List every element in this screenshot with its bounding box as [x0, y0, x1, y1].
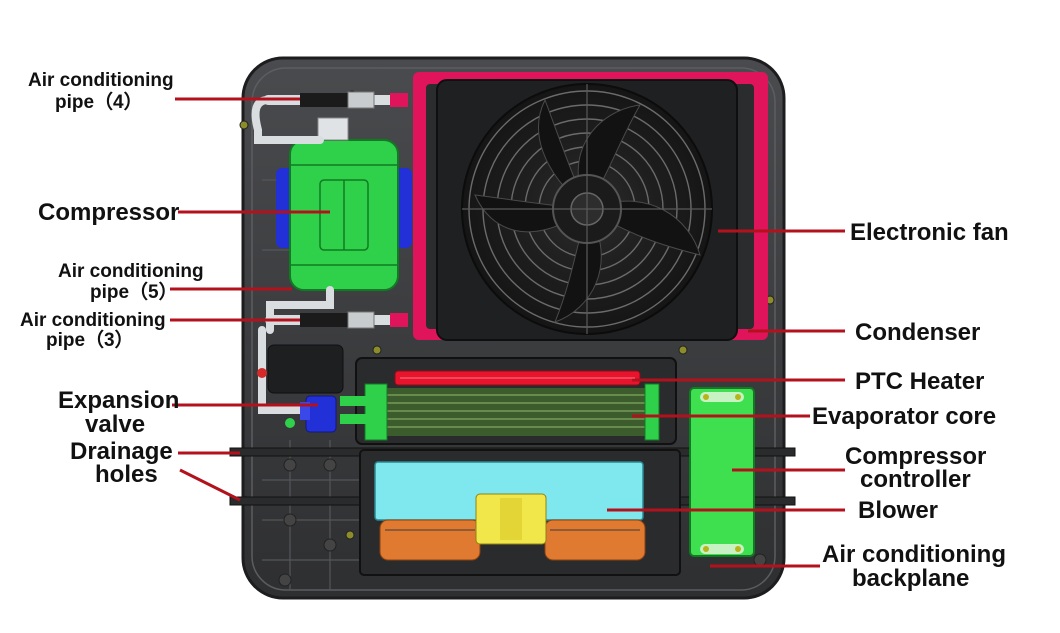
- label-pipe5-line2: pipe（5）: [90, 280, 178, 303]
- label-expansion-valve-line2: valve: [85, 411, 145, 438]
- label-backplane-line2: backplane: [852, 565, 969, 592]
- electronic-fan: [436, 79, 738, 341]
- label-ptc-heater: PTC Heater: [855, 368, 984, 395]
- label-expansion-valve-line1: Expansion: [58, 387, 179, 414]
- label-pipe3-line1: Air conditioning: [20, 310, 166, 331]
- label-compressor-controller-line2: controller: [860, 466, 971, 493]
- label-pipe4-line1: Air conditioning: [28, 70, 174, 91]
- label-pipe5-line1: Air conditioning: [58, 261, 204, 282]
- evaporator-core: [340, 383, 660, 441]
- label-drainage-holes-line2: holes: [95, 461, 158, 488]
- labels: Air conditioning pipe（4） Compressor Air …: [20, 70, 1009, 592]
- label-evaporator-core: Evaporator core: [812, 403, 996, 430]
- leader-lines: [170, 97, 845, 568]
- label-condenser: Condenser: [855, 319, 980, 346]
- label-drainage-holes-line1: Drainage: [70, 438, 173, 465]
- label-compressor: Compressor: [38, 199, 179, 226]
- label-compressor-controller-line1: Compressor: [845, 443, 986, 470]
- blower: [359, 449, 681, 576]
- ptc-heater: [394, 370, 641, 386]
- compressor-controller: [689, 387, 755, 557]
- compressor: [276, 117, 412, 291]
- leader-drainage-holes-2: [179, 468, 241, 502]
- label-electronic-fan: Electronic fan: [850, 219, 1009, 246]
- label-pipe4-line2: pipe（4）: [55, 90, 143, 113]
- label-backplane-line1: Air conditioning: [822, 541, 1006, 568]
- label-pipe3-line2: pipe（3）: [46, 328, 134, 351]
- label-blower: Blower: [858, 497, 938, 524]
